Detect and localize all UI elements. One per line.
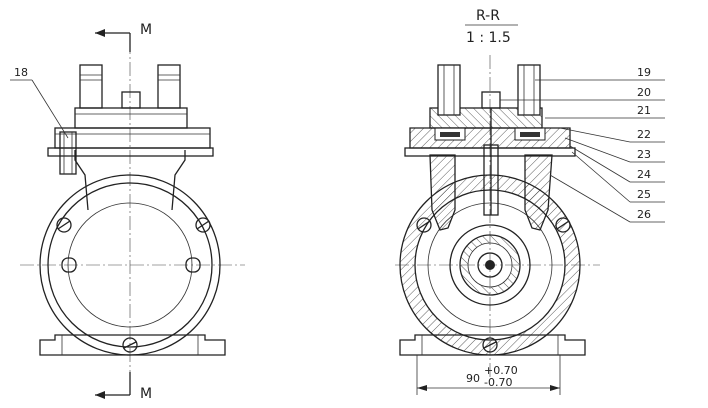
part-label-19: 19 (637, 66, 651, 79)
part-label-18: 18 (14, 66, 28, 79)
section-scale: 1 : 1.5 (466, 30, 511, 46)
dimension-upper-tolerance: +0.70 (484, 364, 518, 377)
part-label-21: 21 (637, 104, 651, 117)
dimension-90: 90 +0.70 -0.70 (416, 355, 561, 395)
section-view: R-R 1 : 1.5 (395, 8, 600, 380)
part-label-22: 22 (637, 128, 651, 141)
part-label-23: 23 (637, 148, 651, 161)
part-label-24: 24 (637, 168, 651, 181)
part-label-20: 20 (637, 86, 651, 99)
section-marker-bottom: M (95, 372, 152, 402)
dimension-nominal: 90 (466, 372, 480, 385)
part-label-26: 26 (637, 208, 651, 221)
view-marker-bottom: M (140, 386, 152, 402)
section-marker-top: M (95, 22, 152, 52)
part-label-25: 25 (637, 188, 651, 201)
dimension-lower-tolerance: -0.70 (484, 376, 512, 389)
left-external-view (20, 40, 245, 390)
view-marker-top: M (140, 22, 152, 38)
callout-18: 18 (10, 66, 69, 139)
section-name: R-R (476, 8, 500, 24)
callouts-right: 19 20 21 22 23 24 25 26 (500, 66, 665, 223)
